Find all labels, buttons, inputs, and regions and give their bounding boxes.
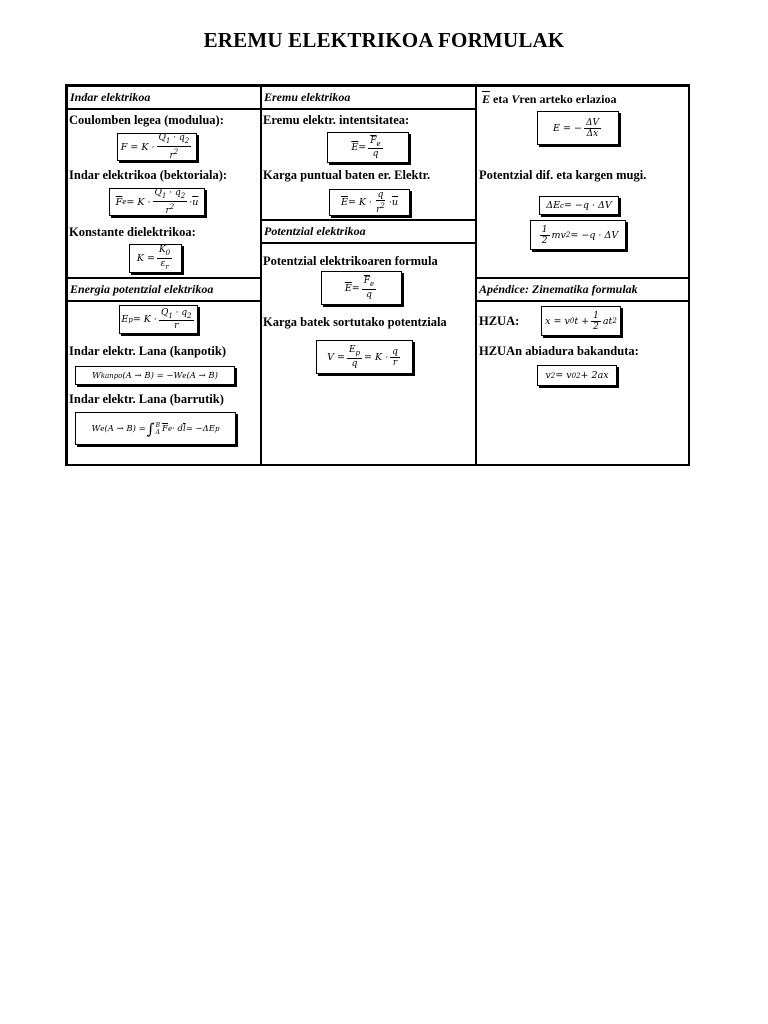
page-title: EREMU ELEKTRIKOA FORMULAK — [203, 28, 565, 52]
header-apendice: Apéndice: Zinematika formulak — [476, 278, 690, 301]
label-potentzial-formula: Potentzial elektrikoaren formula — [263, 254, 438, 268]
header-eremu-elektrikoa: Eremu elektrikoa — [261, 86, 476, 109]
label-hzua-abiadura: HZUAn abiadura bakanduta: — [479, 344, 639, 358]
label-barrutik: Indar elektr. Lana (barrutik) — [69, 392, 224, 406]
cell-potentzial-elektrikoa — [261, 243, 476, 466]
header-potentzial-elektrikoa: Potentzial elektrikoa — [261, 220, 476, 243]
label-bektoriala: Indar elektrikoa (bektoriala): — [69, 168, 228, 182]
label-intentsitatea: Eremu elektr. intentsitatea: — [263, 113, 410, 127]
formula-table: Indar elektrikoa Energia potentzial elek… — [65, 84, 690, 466]
cell-indar-elektrikoa — [67, 109, 261, 278]
label-konstante: Konstante dielektrikoa: — [69, 225, 196, 239]
cell-erlazioa — [476, 86, 690, 278]
label-puntual: Karga puntual baten er. Elektr. — [263, 168, 431, 182]
label-kanpotik: Indar elektr. Lana (kanpotik) — [69, 344, 226, 358]
cell-apendice — [476, 301, 690, 466]
cell-eremu-elektrikoa — [261, 109, 476, 220]
header-indar-elektrikoa: Indar elektrikoa — [67, 86, 261, 109]
label-potentzial-dif: Potentzial dif. eta kargen mugi. — [479, 168, 647, 182]
vector-e-symbol: E — [482, 92, 491, 106]
header-energia-potentzial: Energia potentzial elektrikoa — [67, 278, 261, 301]
header-erlazioa: E eta Vren arteko erlazioa — [482, 92, 617, 106]
label-hzua: HZUA: — [479, 314, 520, 328]
label-sortutako: Karga batek sortutako potentziala — [263, 315, 447, 329]
cell-energia-potentzial — [67, 301, 261, 466]
label-coulomb: Coulomben legea (modulua): — [69, 113, 224, 127]
